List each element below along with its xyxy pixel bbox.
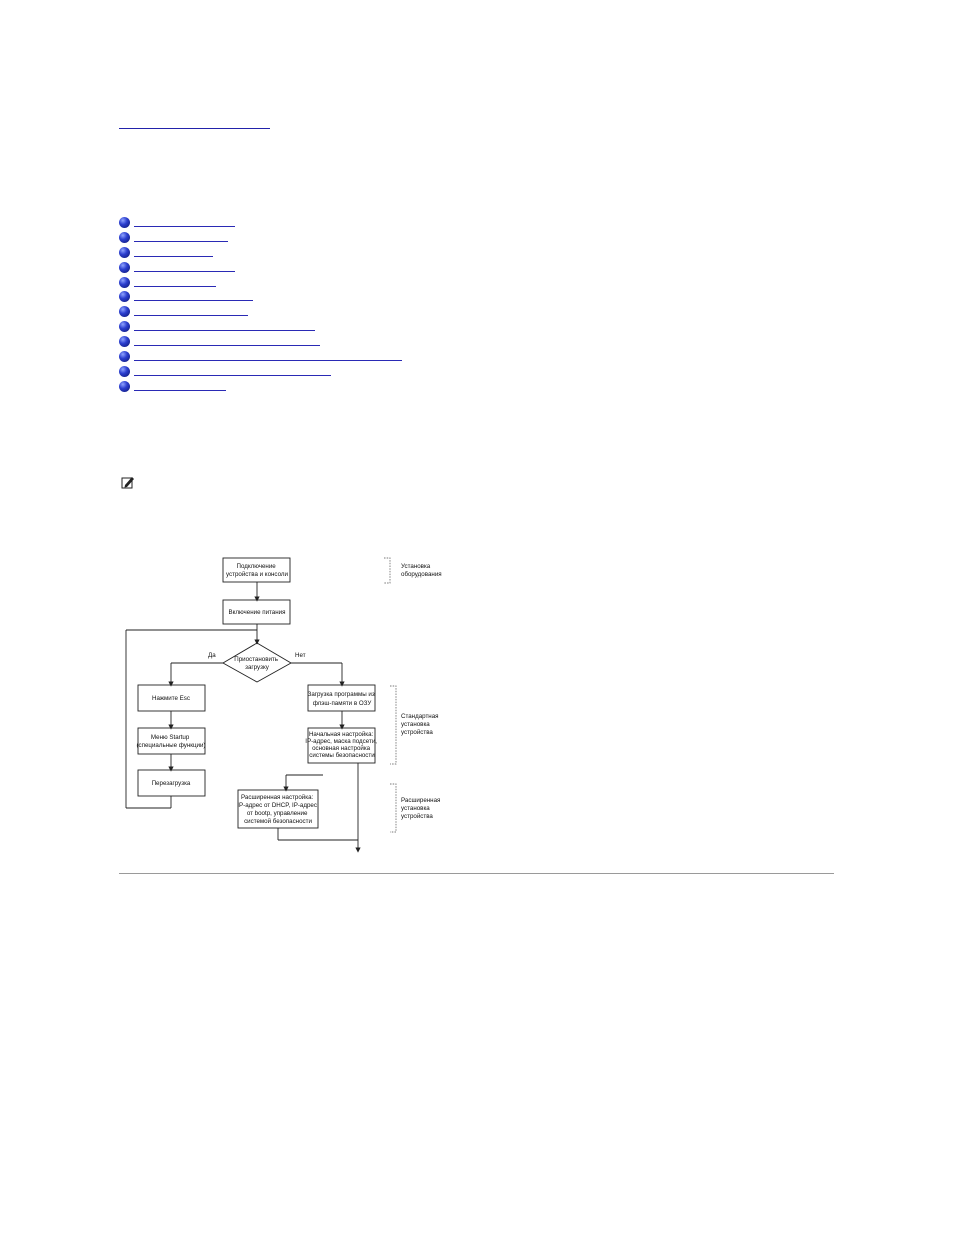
label-standard: Стандартная установка устройства bbox=[401, 713, 440, 736]
text-power-on: Включение питания bbox=[229, 609, 286, 616]
label-advanced: Расширенная установка устройства bbox=[401, 797, 442, 820]
text-initial-setup: Начальная настройка: IP-адрес, маска под… bbox=[305, 731, 379, 759]
text-press-esc: Нажмите Esc bbox=[152, 695, 190, 702]
toc-link[interactable] bbox=[134, 240, 228, 242]
bullet-icon bbox=[119, 261, 130, 273]
bullet-icon bbox=[119, 217, 130, 228]
toc-link[interactable] bbox=[134, 345, 320, 347]
text-decision: Приостановить загрузку bbox=[234, 656, 279, 671]
label-yes: Да bbox=[208, 652, 216, 659]
toc-link[interactable] bbox=[134, 270, 235, 272]
horizontal-divider bbox=[119, 873, 834, 874]
bullet-icon bbox=[119, 306, 130, 318]
toc-link[interactable] bbox=[134, 300, 253, 302]
text-reboot: Перезагрузка bbox=[152, 780, 191, 787]
decision-diamond bbox=[222, 642, 292, 683]
bullet-icon bbox=[119, 365, 130, 377]
box-load-firmware bbox=[307, 684, 376, 712]
boot-flowchart: Подключение устройства и консоли Включен… bbox=[125, 557, 442, 853]
text-startup-menu: Меню Startup (специальные функции) bbox=[136, 734, 205, 749]
toc-link[interactable] bbox=[134, 285, 216, 287]
label-hardware: Установка оборудования bbox=[401, 563, 442, 578]
text-connect: Подключение устройства и консоли bbox=[226, 563, 288, 578]
toc-link[interactable] bbox=[134, 360, 402, 362]
toc-link[interactable] bbox=[134, 226, 235, 227]
bullet-icon bbox=[119, 336, 130, 348]
box-startup-menu bbox=[137, 727, 206, 755]
text-load-firmware: Загрузка программы из флэш-памяти в ОЗУ bbox=[308, 691, 377, 707]
bullet-icon bbox=[119, 351, 130, 363]
note-pencil-icon bbox=[121, 477, 134, 489]
text-advanced-setup: Расширенная настройка: IP-адрес от DHCP,… bbox=[237, 794, 318, 825]
toc-link[interactable] bbox=[134, 255, 213, 257]
toc-link[interactable] bbox=[134, 389, 226, 391]
bullet-icon bbox=[119, 291, 130, 303]
label-no: Нет bbox=[295, 652, 306, 659]
bullet-icon bbox=[119, 246, 130, 258]
bullet-icon bbox=[119, 380, 130, 392]
back-link-underline[interactable] bbox=[119, 128, 270, 129]
bullet-icon bbox=[119, 321, 130, 333]
toc-link[interactable] bbox=[134, 330, 315, 332]
box-connect bbox=[222, 557, 291, 583]
bullet-icon bbox=[119, 231, 130, 243]
bullet-icon bbox=[119, 276, 130, 288]
toc-link[interactable] bbox=[134, 374, 331, 376]
toc-link[interactable] bbox=[134, 315, 248, 317]
